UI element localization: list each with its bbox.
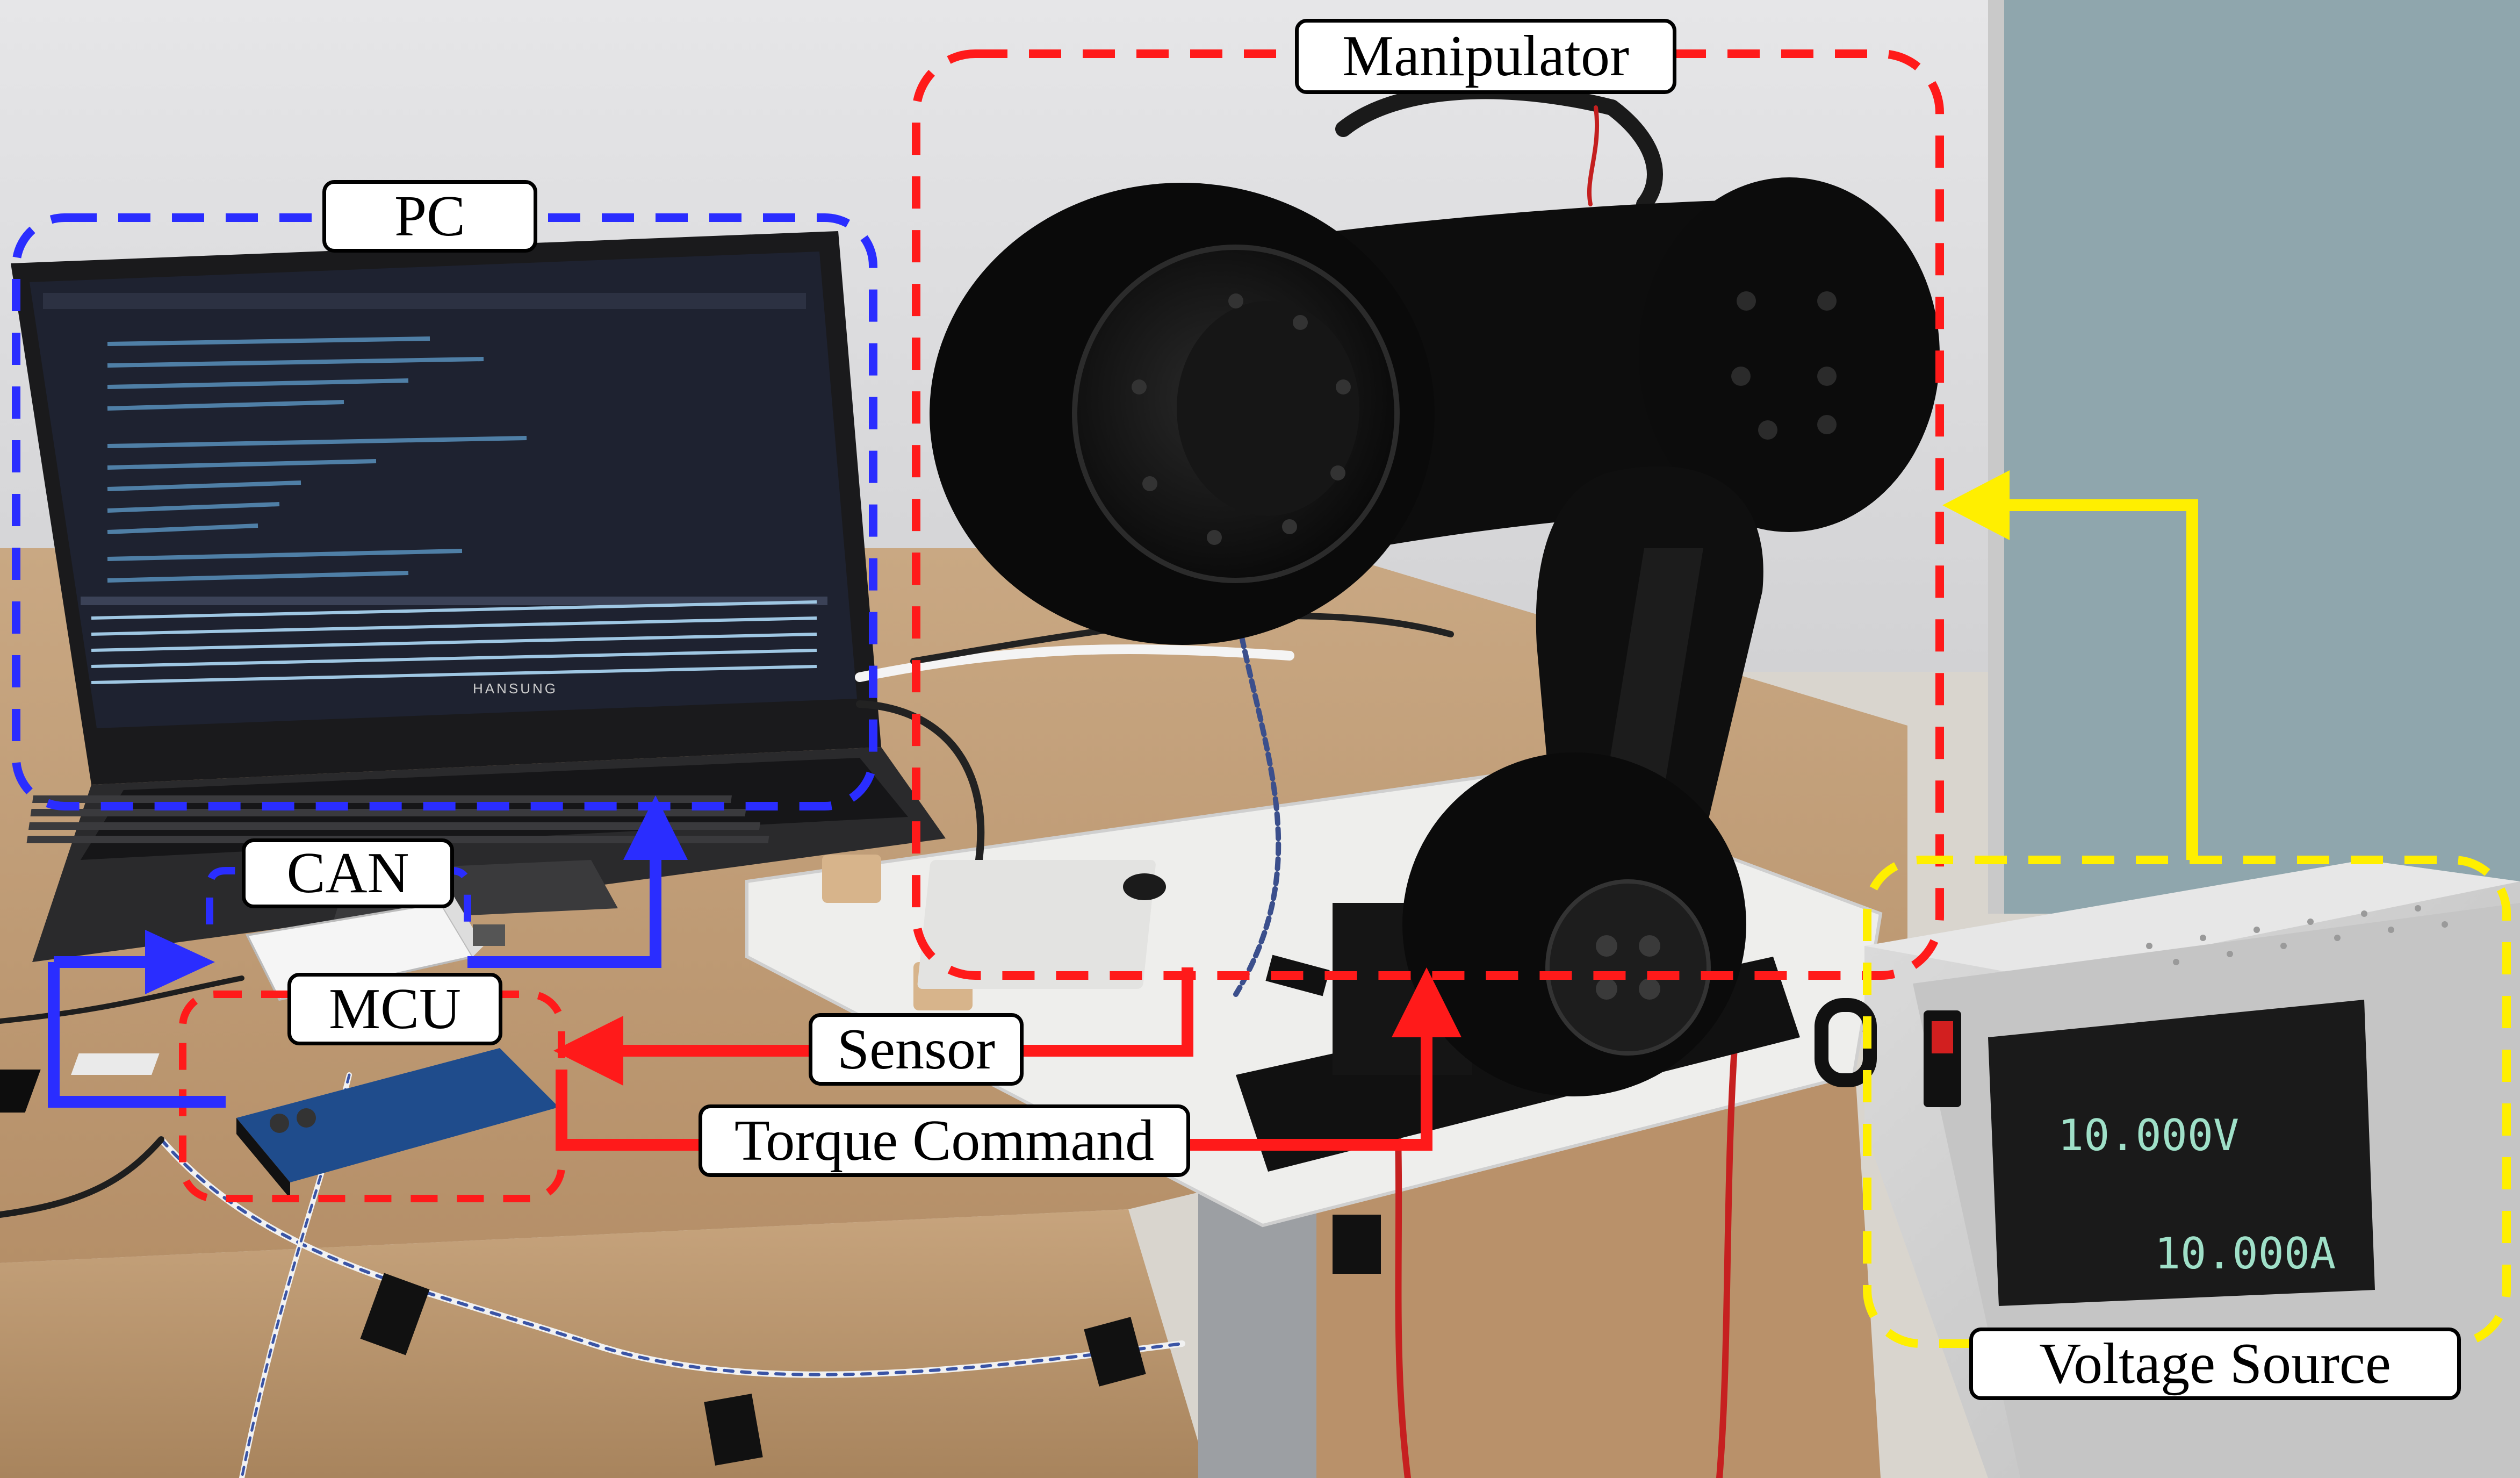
psu-vents [2146, 905, 2448, 965]
standoff [1123, 873, 1166, 900]
voltage-source-label: Voltage Source [1969, 1328, 2461, 1400]
tape-pieces [360, 955, 1381, 1466]
psu-voltage-readout: 10.000V [2058, 1110, 2239, 1160]
can-arrowhead-left [145, 930, 215, 994]
psu-display-panel [1988, 1000, 2375, 1306]
psu-current-readout: 10.000A [2155, 1229, 2336, 1279]
desk-front [0, 1209, 1209, 1478]
manipulator-robot [930, 177, 1940, 1096]
sensor-arrowhead [553, 1016, 623, 1086]
can-arrowhead-up [623, 795, 688, 860]
laptop-screen [30, 252, 857, 728]
sensor-arrow [618, 967, 1193, 1057]
mcu-label: MCU [287, 973, 502, 1045]
laptop: HANSUNG [11, 231, 946, 962]
power-arrowhead [1942, 470, 2010, 540]
torque-arrowhead [1392, 967, 1461, 1037]
partition-panel [1993, 0, 2520, 914]
torque-command-label: Torque Command [699, 1104, 1190, 1177]
voltage-source-region-box [1863, 856, 2511, 1348]
mcu-board [0, 1048, 559, 1199]
pc-label: PC [322, 180, 537, 253]
manipulator-label: Manipulator [1295, 19, 1676, 94]
pc-to-can-arrow [48, 962, 226, 1108]
sensor-label: Sensor [809, 1013, 1024, 1086]
laptop-brand: HANSUNG [473, 680, 558, 697]
wood-block [822, 855, 881, 903]
can-label: CAN [242, 838, 454, 908]
can-to-pc-arrow [467, 838, 661, 968]
board-plate [917, 860, 1156, 989]
power-arrow [1999, 499, 2198, 860]
partition-frame [1988, 0, 2004, 914]
